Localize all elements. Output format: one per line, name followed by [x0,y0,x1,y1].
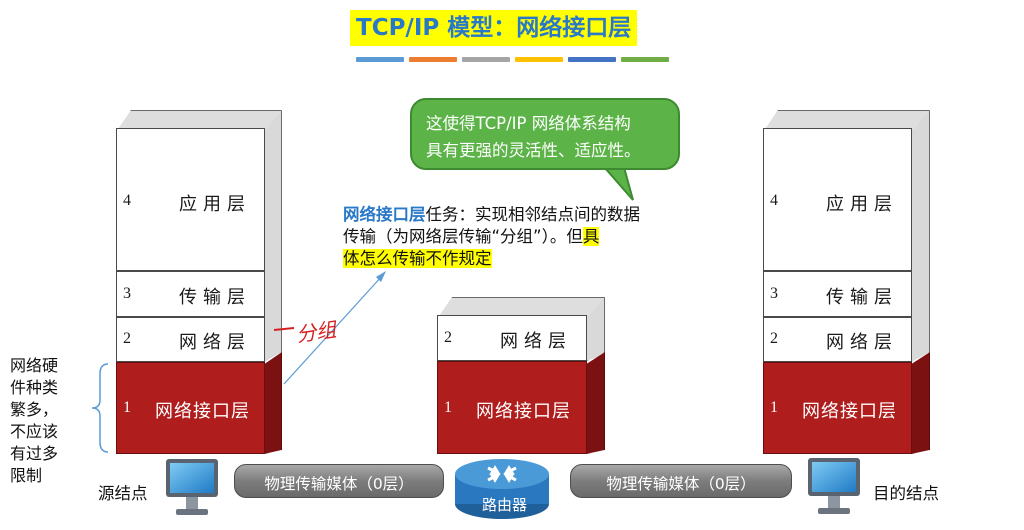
layer-name: 网络接口层 [802,401,897,422]
layer-number: 1 [444,399,452,416]
layer-number: 4 [770,192,778,209]
right-layer-3: 3 传输层 [763,271,912,317]
right-stack-side [911,110,930,362]
router-label: 路由器 [482,496,528,514]
layer-name: 网络层 [826,332,898,353]
bubble-line-1: 这使得TCP/IP 网络体系结构 [426,114,631,133]
description-line-1: 网络接口层任务：实现相邻结点间的数据 [343,201,640,225]
page-title: TCP/IP 模型：网络接口层 [350,10,638,46]
description-line-3: 体怎么传输不作规定 [343,245,492,269]
title-bar-3 [462,57,510,62]
media-label: 物理传输媒体（0层） [264,475,414,493]
title-bar-4 [515,57,563,62]
side-note-line: 不应该 [10,422,59,441]
router-icon [455,459,549,519]
title-bar-1 [356,57,404,62]
layer-number: 3 [770,285,778,302]
bubble-line-2: 具有更强的灵活性、适应性。 [426,141,641,160]
side-note-line: 有过多 [10,444,59,463]
title-bar-5 [568,57,616,62]
right-layer-2: 2 网络层 [763,317,912,362]
layer-name: 网络接口层 [155,401,250,422]
middle-layer-1: 1 网络接口层 [437,361,587,454]
side-note-line: 件种类 [10,378,59,397]
layer-number: 2 [444,329,452,346]
left-layer-3: 3 传输层 [116,271,265,317]
left-layer-4: 4 应用层 [116,128,265,271]
speech-bubble: 这使得TCP/IP 网络体系结构 具有更强的灵活性、适应性。 [410,98,680,170]
description-highlight: 具 [582,227,600,246]
middle-stack-side-red [586,352,605,454]
layer-name: 传输层 [179,287,251,308]
description-text: 传输（为网络层传输“分组”）。但 [343,227,583,246]
layer-name: 网络层 [179,332,251,353]
layer-number: 2 [123,330,131,347]
description-term: 网络接口层 [343,205,426,224]
layer-name: 应用层 [179,194,251,215]
right-stack-side-red [911,352,930,454]
media-label: 物理传输媒体（0层） [606,475,756,493]
description-text: 任务：实现相邻结点间的数据 [425,205,641,224]
handwritten-annotation: 分组 [294,317,338,347]
side-note-line: 繁多， [10,400,59,419]
computer-icon [808,458,860,514]
layer-name: 网络层 [500,331,572,352]
layer-number: 1 [770,399,778,416]
title-bar-6 [621,57,669,62]
layer-name: 应用层 [826,194,898,215]
layer-number: 1 [123,399,131,416]
side-note-line: 网络硬 [10,356,59,375]
description-line-2: 传输（为网络层传输“分组”）。但具 [343,223,600,247]
upward-arrow [283,271,386,385]
right-layer-4: 4 应用层 [763,128,912,271]
title-bar-2 [409,57,457,62]
handwritten-mark [273,327,295,331]
computer-icon [166,459,218,515]
layer-number: 4 [123,192,131,209]
right-layer-1: 1 网络接口层 [763,362,912,454]
middle-layer-2: 2 网络层 [437,315,587,361]
physical-media-left: 物理传输媒体（0层） [234,464,444,498]
destination-node-label: 目的结点 [873,484,939,503]
layer-number: 2 [770,330,778,347]
left-layer-2: 2 网络层 [116,317,265,362]
brace [91,363,109,453]
layer-name: 网络接口层 [476,401,571,422]
source-node-label: 源结点 [98,484,148,503]
physical-media-right: 物理传输媒体（0层） [570,464,792,498]
layer-number: 3 [123,285,131,302]
layer-name: 传输层 [826,287,898,308]
side-note-line: 限制 [10,466,43,485]
left-layer-1: 1 网络接口层 [116,362,265,454]
description-highlight: 体怎么传输不作规定 [343,249,492,268]
